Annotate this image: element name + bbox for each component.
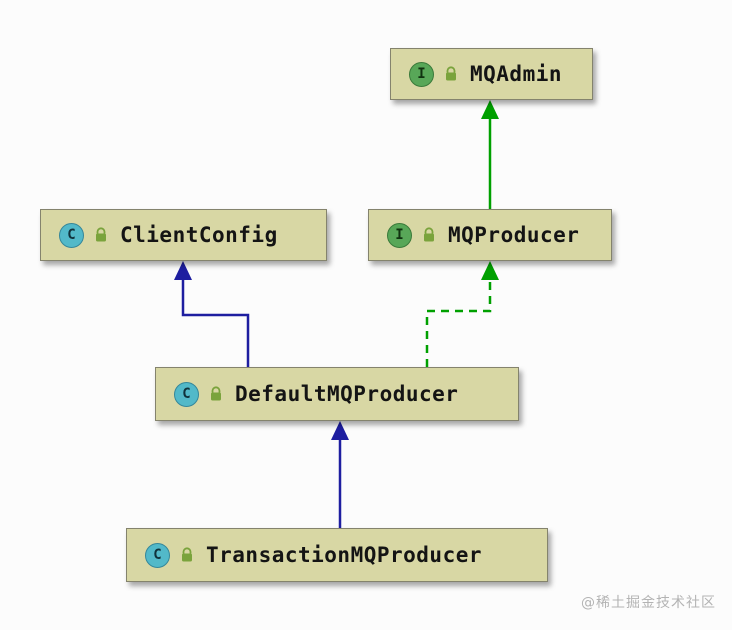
- edge-defaultmqproducer-extends-clientconfig: [174, 261, 250, 367]
- interface-icon: I: [409, 61, 434, 87]
- watermark: @稀土掘金技术社区: [581, 595, 716, 611]
- class-icon: C: [59, 222, 84, 248]
- edge-defaultmqproducer-implements-mqproducer: [425, 261, 499, 367]
- node-defaultmqproducer[interactable]: C DefaultMQProducer: [155, 367, 519, 421]
- node-label: MQProducer: [448, 223, 580, 247]
- edge-mqproducer-extends-mqadmin: [481, 100, 499, 209]
- lock-icon: [444, 66, 458, 82]
- node-clientconfig[interactable]: C ClientConfig: [40, 209, 327, 261]
- lock-icon: [94, 227, 108, 243]
- interface-icon: I: [387, 222, 412, 248]
- node-label: MQAdmin: [470, 62, 563, 86]
- node-transactionmqproducer[interactable]: C TransactionMQProducer: [126, 528, 548, 582]
- class-icon: C: [174, 381, 199, 407]
- node-mqproducer[interactable]: I MQProducer: [368, 209, 612, 261]
- class-icon: C: [145, 542, 170, 568]
- node-label: ClientConfig: [120, 223, 278, 247]
- lock-icon: [422, 227, 436, 243]
- lock-icon: [180, 547, 194, 563]
- edge-transactionmqproducer-extends-defaultmqproducer: [331, 421, 349, 528]
- node-label: TransactionMQProducer: [206, 543, 483, 567]
- node-mqadmin[interactable]: I MQAdmin: [390, 48, 593, 100]
- lock-icon: [209, 386, 223, 402]
- node-label: DefaultMQProducer: [235, 382, 459, 406]
